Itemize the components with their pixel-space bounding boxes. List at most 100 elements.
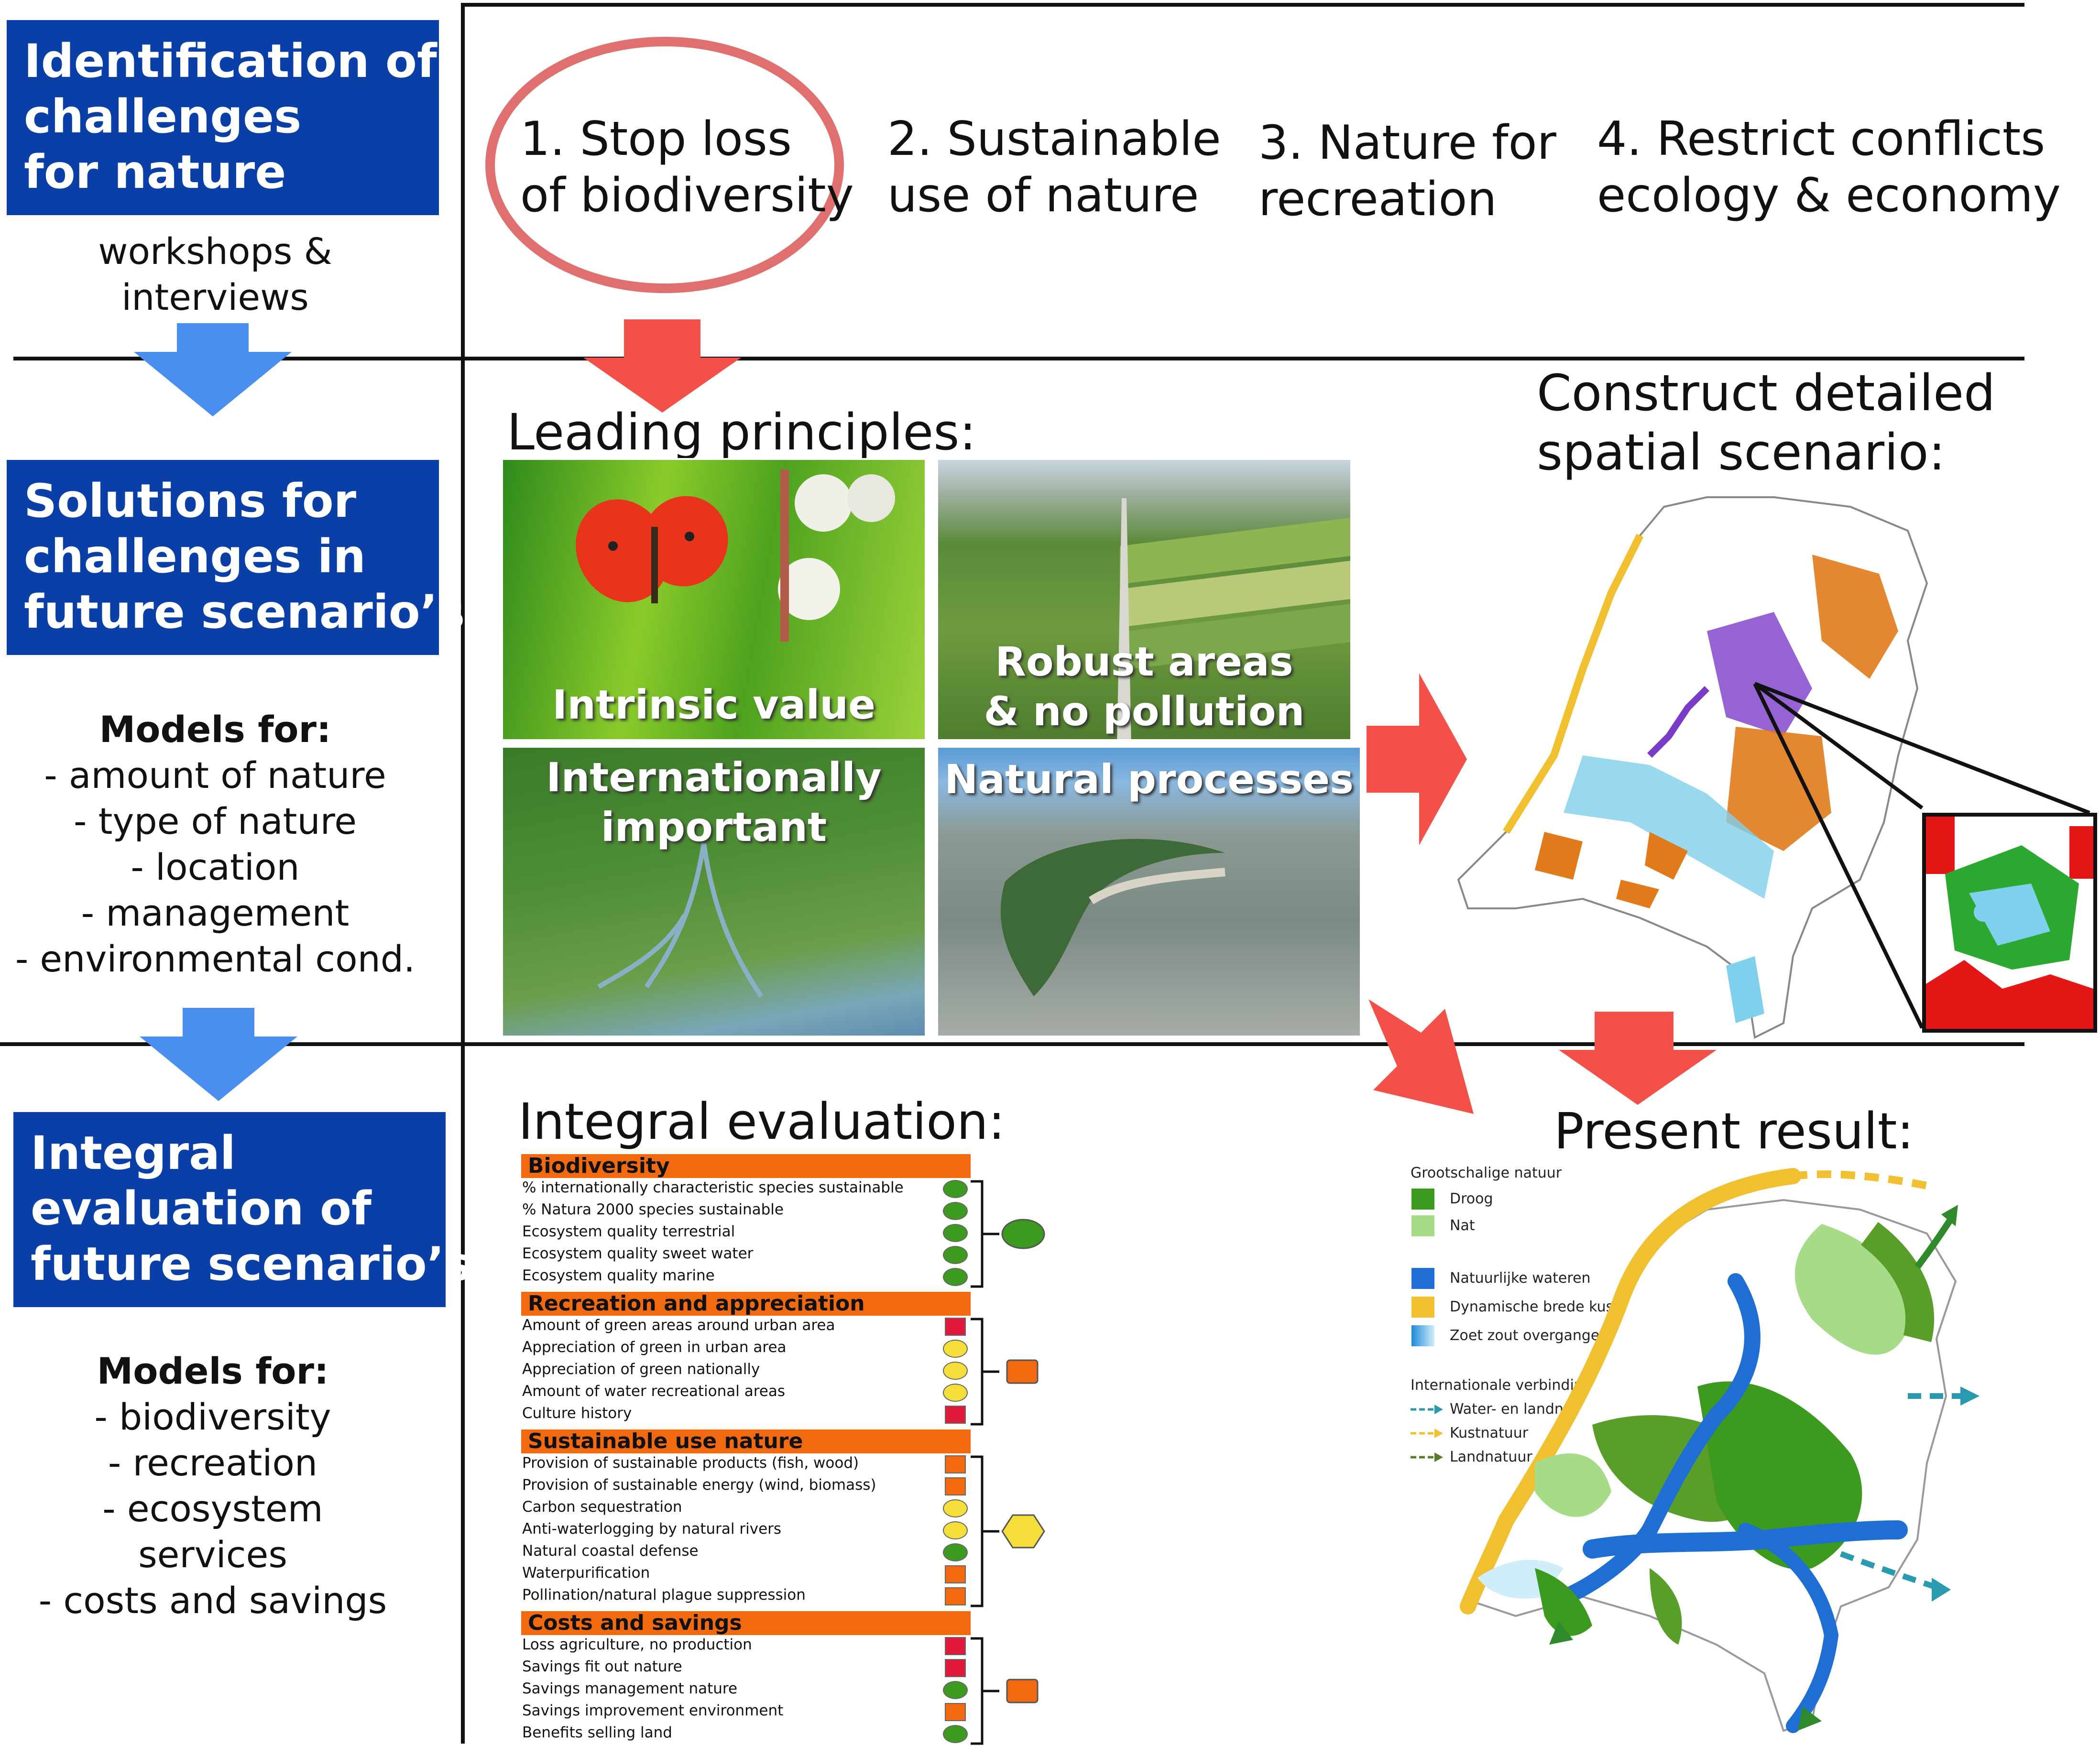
- legend-swatch-zoetzout: [1411, 1325, 1434, 1346]
- eval-row-indicator: [943, 1499, 968, 1517]
- eval-row-label: Provision of sustainable products (fish,…: [522, 1454, 859, 1472]
- eval-row-indicator: [945, 1659, 966, 1677]
- leading-principles-title: Leading principles:: [507, 403, 976, 461]
- eval-row-label: Ecosystem quality terrestrial: [522, 1223, 735, 1240]
- eval-row-indicator: [943, 1521, 968, 1539]
- challenge-1-line2: of biodiversity: [520, 168, 854, 223]
- eval-group-summary-indicator: [1001, 1219, 1045, 1249]
- photo-internationally-important: Internationally important: [501, 746, 927, 1037]
- challenge-2: 2. Sustainable use of nature: [887, 111, 1221, 224]
- eval-row-indicator: [945, 1637, 966, 1655]
- eval-row-label: Savings fit out nature: [522, 1658, 682, 1675]
- eval-row-indicator: [945, 1565, 966, 1583]
- legend-kust: Dynamische brede kust: [1450, 1299, 1619, 1315]
- eval-row-label: % Natura 2000 species sustainable: [522, 1201, 784, 1218]
- models-solutions-item: - environmental cond.: [15, 938, 416, 980]
- step3-line1: Integral: [31, 1126, 236, 1180]
- eval-row-indicator: [945, 1455, 966, 1473]
- models-evaluation-item: services: [138, 1533, 287, 1576]
- eval-group-bracket: [971, 1637, 1039, 1745]
- white-flowers: [778, 469, 895, 642]
- eval-row-label: Ecosystem quality marine: [522, 1267, 715, 1284]
- models-solutions-list: Models for: - amount of nature - type of…: [0, 707, 430, 982]
- method-line1: workshops &: [98, 230, 332, 273]
- challenge-3: 3. Nature for recreation: [1258, 115, 1556, 228]
- present-result-map: [1460, 1168, 1980, 1733]
- legend-swatch-kust: [1411, 1297, 1434, 1318]
- step2-line3: future scenario’s: [24, 585, 465, 639]
- eval-row-indicator: [943, 1202, 968, 1220]
- red-right-arrow: [1367, 673, 1467, 845]
- models-evaluation-list: Models for: - biodiversity - recreation …: [14, 1348, 411, 1624]
- eval-group-header: Recreation and appreciation: [521, 1292, 971, 1316]
- spatial-title-line2: spatial scenario:: [1537, 423, 1946, 481]
- legend-arrow-land-icon: [1411, 1452, 1443, 1462]
- step2-line2: challenges in: [24, 530, 366, 583]
- red-down-arrow-2: [1559, 1012, 1717, 1105]
- red-diagonal-arrow: [1368, 999, 1474, 1114]
- eval-row-indicator: [943, 1384, 968, 1402]
- eval-group-header: Sustainable use nature: [521, 1430, 971, 1453]
- models-solutions-item: - type of nature: [74, 800, 357, 842]
- eval-row-label: Provision of sustainable energy (wind, b…: [522, 1476, 876, 1494]
- eval-row-indicator: [945, 1318, 966, 1336]
- step3-line2: evaluation of: [31, 1182, 372, 1235]
- challenge-1-line1: 1. Stop loss: [520, 112, 792, 166]
- step-identification-box: Identification of challenges for nature: [7, 20, 439, 215]
- spatial-scenario-title: Construct detailed spatial scenario:: [1537, 363, 1995, 482]
- challenge-4-line2: ecology & economy: [1597, 168, 2061, 223]
- photo-caption-intrinsic: Intrinsic value: [552, 681, 876, 728]
- eval-row-indicator: [943, 1681, 968, 1699]
- eval-row-indicator: [943, 1340, 968, 1358]
- legend-swatch-nat: [1411, 1215, 1434, 1236]
- butterfly-icon: [576, 496, 728, 603]
- fields-pattern: [1120, 517, 1350, 670]
- step1-line3: for nature: [24, 145, 286, 199]
- photo-caption-robust-line1: Robust areas: [995, 638, 1293, 685]
- island-shape: [1000, 839, 1225, 996]
- legend-zoetzout: Zoet zout overgangen: [1450, 1327, 1609, 1344]
- eval-row-indicator: [945, 1587, 966, 1605]
- models-evaluation-item: - costs and savings: [38, 1579, 387, 1622]
- photo-caption-international-line2: important: [601, 804, 827, 851]
- blue-down-arrow-1: [134, 323, 292, 416]
- photo-caption-robust: Robust areas & no pollution: [938, 637, 1350, 736]
- top-border-line: [463, 3, 2024, 7]
- method-line2: interviews: [121, 276, 309, 318]
- challenge-4-line1: 4. Restrict conflicts: [1597, 112, 2045, 166]
- challenge-2-line2: use of nature: [887, 168, 1199, 223]
- eval-row-label: Benefits selling land: [522, 1724, 672, 1741]
- step1-line1: Identification of: [24, 34, 437, 88]
- eval-row-label: Amount of water recreational areas: [522, 1383, 786, 1400]
- present-result-title: Present result:: [1554, 1102, 1914, 1160]
- highlight-circle: [485, 37, 844, 293]
- eval-row-indicator: [943, 1362, 968, 1380]
- legend-swatch-droog: [1411, 1189, 1434, 1210]
- legend-droog: Droog: [1450, 1190, 1493, 1207]
- legend-kustnatuur: Kustnatuur: [1450, 1425, 1529, 1441]
- eval-row-label: Natural coastal defense: [522, 1542, 699, 1560]
- eval-row-label: % internationally characteristic species…: [522, 1179, 904, 1196]
- eval-group-bracket: [971, 1318, 1039, 1426]
- models-evaluation-item: - ecosystem: [102, 1487, 323, 1530]
- red-down-arrow-1: [583, 319, 741, 413]
- eval-row-indicator: [943, 1246, 968, 1264]
- row-divider-2: [0, 1042, 2024, 1046]
- eval-row-indicator: [945, 1477, 966, 1495]
- eval-row-label: Savings management nature: [522, 1680, 738, 1697]
- legend-nat: Nat: [1450, 1217, 1475, 1234]
- step-evaluation-box: Integral evaluation of future scenario’s: [13, 1112, 471, 1307]
- legend-arrow-kust-icon: [1411, 1429, 1443, 1438]
- challenge-3-line1: 3. Nature for: [1258, 116, 1556, 170]
- legend-landnatuur: Landnatuur: [1450, 1449, 1532, 1465]
- eval-row-indicator: [943, 1543, 968, 1561]
- eval-row-label: Anti-waterlogging by natural rivers: [522, 1520, 782, 1538]
- challenge-2-line1: 2. Sustainable: [887, 112, 1221, 166]
- zoom-lines: [1753, 682, 2090, 1029]
- column-divider: [461, 3, 465, 1744]
- zoom-inset-map: [1922, 813, 2097, 1033]
- eval-row-label: Appreciation of green nationally: [522, 1361, 760, 1378]
- photo-robust-areas: Robust areas & no pollution: [936, 458, 1352, 741]
- eval-group-summary-indicator: [1001, 1514, 1045, 1549]
- eval-row-label: Pollination/natural plague suppression: [522, 1586, 806, 1604]
